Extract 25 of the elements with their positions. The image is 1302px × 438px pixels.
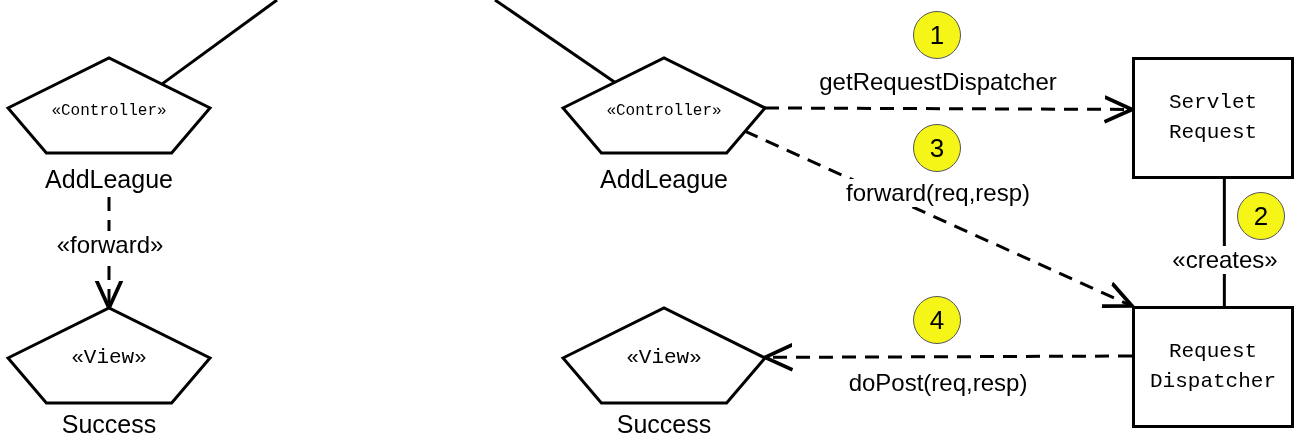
- stereotype-label: «Controller»: [606, 102, 722, 120]
- edge-label: «creates»: [1170, 246, 1280, 274]
- component-name: AddLeague: [600, 165, 728, 193]
- callout-number: 1: [913, 11, 961, 59]
- arrow: [765, 94, 1134, 124]
- edge-label: «forward»: [54, 231, 166, 259]
- callout-number: 4: [913, 296, 961, 344]
- arrow: [744, 129, 1134, 308]
- edge-label: getRequestDispatcher: [818, 68, 1058, 96]
- component-name: Success: [616, 410, 712, 438]
- class-box: [1132, 306, 1294, 428]
- connector-line: [161, 0, 278, 85]
- connector-line: [494, 0, 617, 84]
- class-box: [1132, 57, 1294, 179]
- stereotype-label: «View»: [71, 346, 147, 369]
- class-name: Servlet Request: [1167, 90, 1259, 146]
- arrow: [763, 342, 1132, 372]
- edge-label: doPost(req,resp): [847, 369, 1029, 397]
- class-name: Request Dispatcher: [1149, 339, 1277, 395]
- callout-number: 3: [913, 124, 961, 172]
- callout-number: 2: [1237, 192, 1285, 240]
- component-name: AddLeague: [45, 165, 173, 193]
- component-name: Success: [61, 410, 157, 438]
- stereotype-label: «Controller»: [51, 102, 167, 120]
- stereotype-label: «View»: [626, 346, 702, 369]
